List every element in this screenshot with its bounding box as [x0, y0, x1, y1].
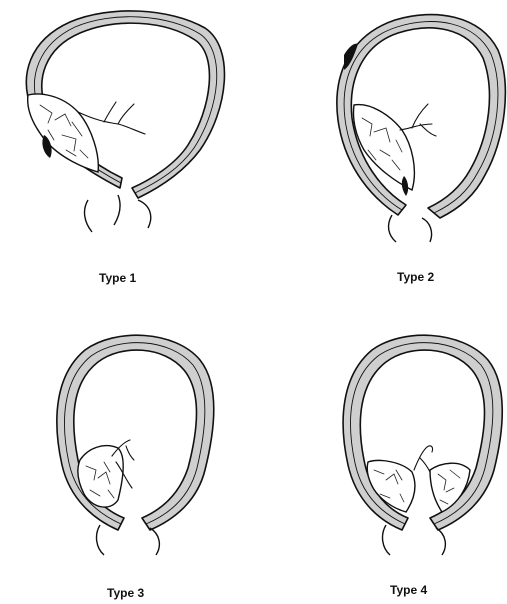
- panel-type1: [26, 11, 224, 232]
- umbilical-vessels: [414, 446, 433, 472]
- panel-label-type3: Type 3: [107, 586, 144, 600]
- panel-type3: [57, 335, 214, 555]
- panel-label-type2: Type 2: [397, 270, 434, 284]
- cervix: [85, 195, 151, 232]
- panel-type2: [337, 15, 505, 242]
- panel-type4: [343, 335, 502, 555]
- panel-label-type1: Type 1: [99, 271, 136, 285]
- uterine-wall: [343, 335, 502, 530]
- placenta: [28, 94, 99, 172]
- umbilical-vessels: [400, 104, 436, 136]
- cervix: [383, 525, 446, 555]
- cervix: [389, 215, 432, 242]
- uterine-wall: [57, 335, 214, 530]
- panel-label-type4: Type 4: [390, 583, 427, 597]
